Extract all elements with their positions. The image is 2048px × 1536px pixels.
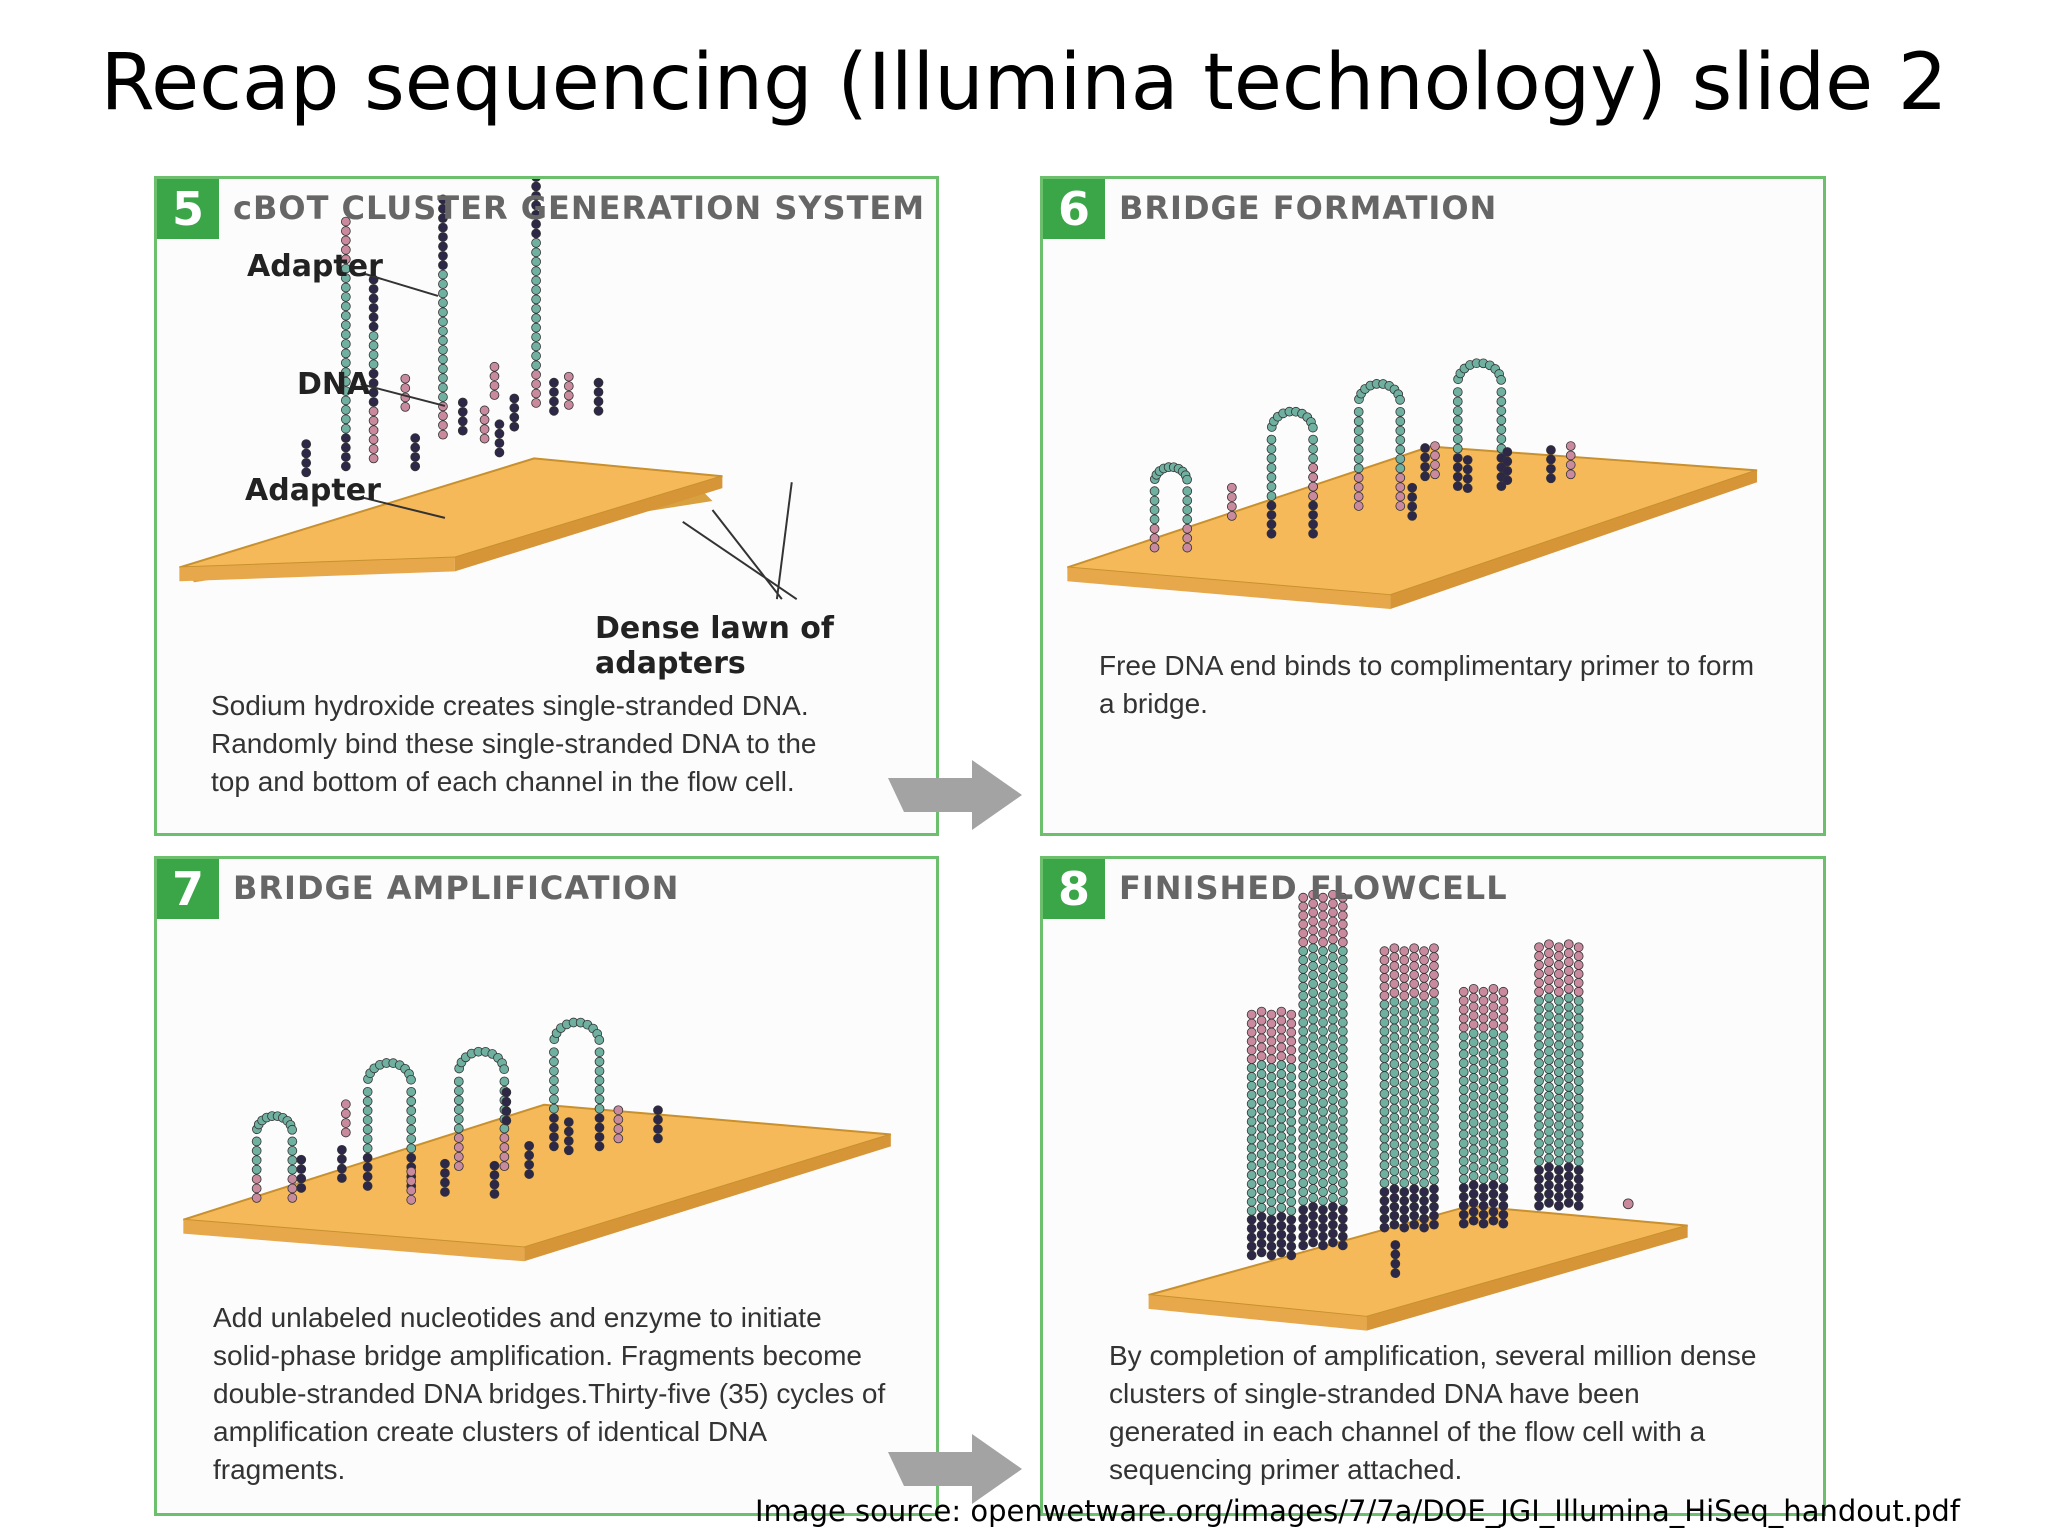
- step-number-badge: 5: [157, 179, 219, 239]
- image-source-caption: Image source: openwetware.org/images/7/7…: [755, 1494, 1960, 1528]
- panel-description: By completion of amplification, several …: [1109, 1340, 1757, 1485]
- panel-title: BRIDGE AMPLIFICATION: [233, 869, 680, 907]
- adapter-bottom-label: Adapter: [245, 473, 381, 508]
- cbot-illustration: [179, 179, 798, 600]
- adapter-top-label: Adapter: [247, 249, 383, 284]
- step-number-badge: 6: [1043, 179, 1105, 239]
- arrow-right-icon: [888, 760, 1022, 830]
- slide-title: Recap sequencing (Illumina technology) s…: [100, 38, 1948, 128]
- finished-flowcell-illustration: [1148, 889, 1688, 1331]
- panel-finished-flowcell: 8 FINISHED FLOWCELL By completion of amp…: [1040, 856, 1826, 1516]
- bridge-amplification-illustration: [183, 1017, 892, 1262]
- arrow-right-icon: [888, 1434, 1022, 1504]
- dna-label: DNA: [297, 367, 371, 402]
- panel-bridge-formation: 6 BRIDGE FORMATION Free DNA end binds to…: [1040, 176, 1826, 836]
- panel-description: Add unlabeled nucleotides and enzyme to …: [213, 1302, 886, 1485]
- bridge-formation-illustration: [1067, 358, 1758, 610]
- panel-title: cBOT CLUSTER GENERATION SYSTEM: [233, 189, 926, 227]
- panel-cbot-cluster-generation: 5 cBOT CLUSTER GENERATION SYSTEM Adapter…: [154, 176, 939, 836]
- dense-lawn-label: Dense lawn of adapters: [595, 611, 834, 681]
- panel-title: FINISHED FLOWCELL: [1119, 869, 1508, 907]
- step-number-badge: 8: [1043, 859, 1105, 919]
- panel-description: Free DNA end binds to complimentary prim…: [1099, 650, 1755, 719]
- panel-bridge-amplification: 7 BRIDGE AMPLIFICATION Add unlabeled nuc…: [154, 856, 939, 1516]
- panel-description: Sodium hydroxide creates single-stranded…: [211, 690, 817, 797]
- step-number-badge: 7: [157, 859, 219, 919]
- panel-title: BRIDGE FORMATION: [1119, 189, 1498, 227]
